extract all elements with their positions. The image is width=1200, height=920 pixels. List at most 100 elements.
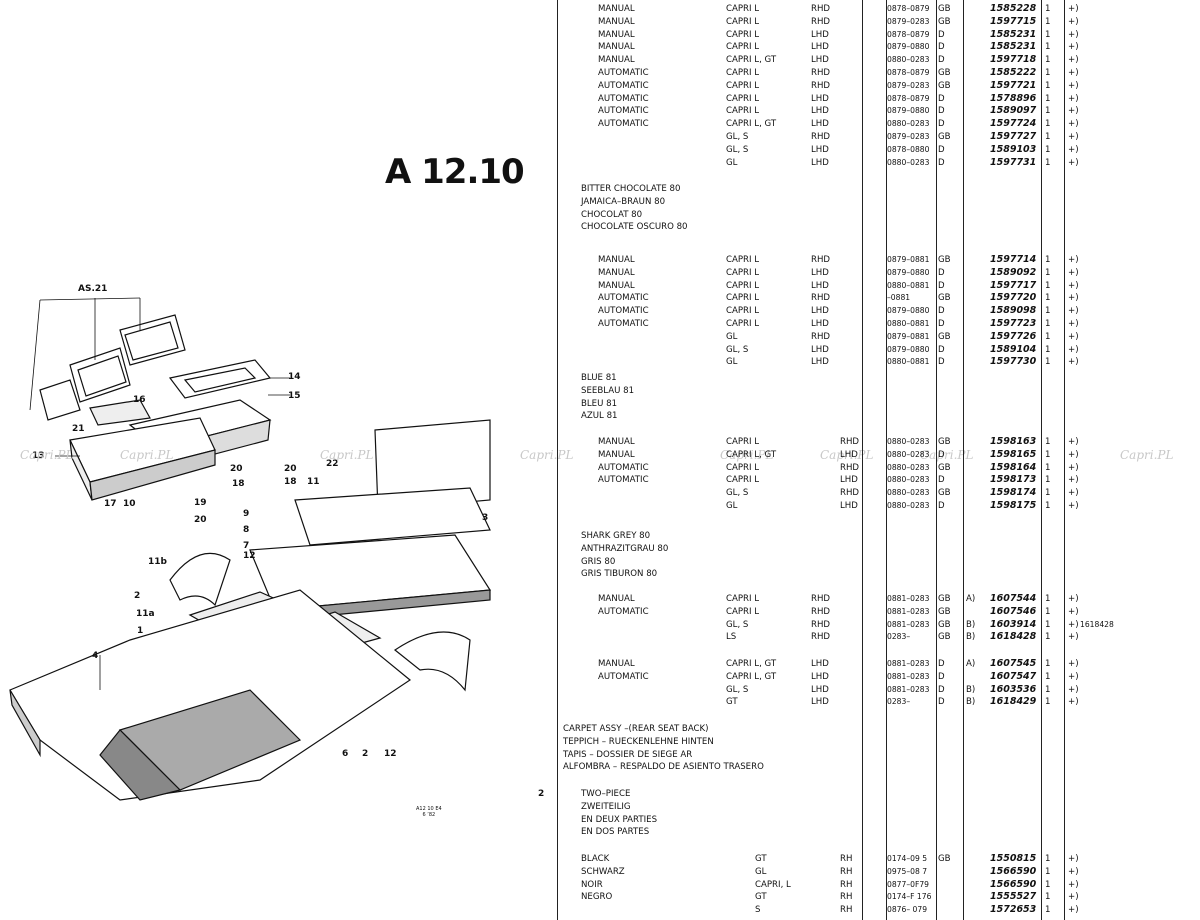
table-cell: LHD	[811, 319, 829, 329]
table-cell: GL, S	[726, 132, 749, 142]
table-cell: +)	[1068, 449, 1079, 460]
table-cell: CAPRI, L	[755, 879, 791, 890]
diagram-callout: 20	[194, 515, 207, 525]
table-cell: 1	[1045, 892, 1051, 903]
variant-heading: TWO–PIECE	[581, 789, 631, 799]
table-cell: 0880–0283	[887, 449, 930, 459]
table-cell: CAPRI L, GT	[726, 671, 777, 682]
table-cell: CAPRI L, GT	[726, 659, 777, 669]
color-heading: JAMAICA–BRAUN 80	[581, 196, 666, 207]
watermark-text: Capri.PL	[920, 448, 974, 462]
table-cell: 0879–0283	[887, 80, 930, 90]
table-cell: 1	[1045, 280, 1051, 291]
table-cell: 1607547	[990, 670, 1037, 682]
diagram-callout: 22	[326, 459, 339, 469]
table-cell: S	[755, 905, 761, 916]
table-cell: RHD	[811, 80, 831, 91]
table-cell: GB	[938, 619, 951, 630]
table-left-rule	[557, 0, 558, 920]
table-cell: RH	[840, 892, 853, 903]
table-cell: 1607546	[990, 605, 1037, 617]
table-cell: 1585222	[990, 67, 1037, 78]
table-cell: 1	[1045, 854, 1051, 864]
table-cell: 1550815	[990, 853, 1037, 864]
table-cell: RHD	[840, 462, 860, 473]
table-cell: 1	[1045, 671, 1051, 682]
table-cell: 1	[1045, 594, 1051, 604]
table-cell: 1	[1045, 449, 1051, 460]
table-cell: 1598173	[990, 474, 1037, 486]
table-cell: +)	[1068, 437, 1079, 447]
table-cell: SCHWARZ	[581, 866, 625, 877]
table-cell: AUTOMATIC	[598, 293, 649, 304]
table-cell: GL	[726, 157, 738, 168]
table-cell: 1	[1045, 866, 1051, 877]
diagram-callout: 11b	[148, 557, 167, 567]
table-cell: +)	[1068, 606, 1079, 617]
diagram-callout: 2	[134, 591, 141, 601]
table-cell: 1	[1045, 331, 1051, 342]
table-cell: RHD	[811, 4, 831, 14]
table-cell: +)	[1068, 319, 1079, 329]
table-cell: 0880–0881	[887, 280, 930, 290]
table-cell: LHD	[811, 29, 829, 40]
table-cell: +)	[1068, 4, 1079, 14]
table-cell: CAPRI L	[726, 68, 760, 78]
table-cell: +)	[1068, 475, 1079, 486]
table-cell: D	[938, 659, 945, 669]
color-heading: CHOCOLATE OSCURO 80	[581, 222, 688, 233]
color-heading: GRIS 80	[581, 556, 616, 567]
table-cell: 0880–0881	[887, 319, 930, 328]
table-cell: A)	[966, 659, 976, 669]
table-cell: LHD	[811, 357, 829, 368]
diagram-callout: 8	[243, 525, 250, 535]
table-cell: MANUAL	[598, 16, 635, 27]
table-cell: GB	[938, 854, 951, 864]
table-cell: 1	[1045, 501, 1051, 511]
table-cell: RHD	[811, 293, 831, 304]
table-cell: B)	[966, 697, 976, 708]
table-cell: 0881–0283	[887, 659, 930, 668]
table-cell: +)	[1068, 293, 1079, 304]
table-cell: LHD	[840, 475, 858, 486]
table-cell: 1	[1045, 93, 1051, 104]
column-rule	[886, 0, 887, 920]
table-cell: +)	[1068, 619, 1079, 630]
table-cell: 1572653	[990, 904, 1037, 916]
table-cell: LHD	[811, 106, 829, 117]
table-cell: 1566590	[990, 878, 1037, 890]
table-cell: MANUAL	[598, 449, 635, 460]
table-cell: 1	[1045, 4, 1051, 14]
table-cell: 0879–0880	[887, 306, 930, 316]
table-cell: 1597718	[990, 54, 1037, 66]
table-cell: 0878–0880	[887, 144, 930, 154]
diagram-callout: 7	[243, 541, 250, 551]
table-cell: MANUAL	[598, 255, 635, 265]
table-cell: RHD	[811, 619, 831, 630]
table-cell: CAPRI L	[726, 80, 760, 91]
table-cell: +)	[1068, 42, 1079, 53]
table-cell: D	[938, 684, 945, 695]
table-cell: AUTOMATIC	[598, 319, 649, 329]
table-cell: RHD	[811, 606, 831, 617]
table-cell: CAPRI L	[726, 267, 760, 278]
table-cell: GL	[755, 866, 767, 877]
table-cell: +)	[1068, 157, 1079, 168]
column-rule	[1064, 0, 1065, 920]
table-cell: 1	[1045, 68, 1051, 78]
table-cell: 1597721	[990, 79, 1037, 91]
diagram-callout: 2	[362, 749, 369, 759]
table-cell: CAPRI L, GT	[726, 55, 777, 66]
table-cell: CAPRI L	[726, 4, 760, 14]
table-cell: +)	[1068, 357, 1079, 368]
table-cell: 0881–0283	[887, 619, 930, 629]
table-cell: 1	[1045, 437, 1051, 447]
section-description: TAPIS – DOSSIER DE SIEGE AR	[563, 749, 693, 760]
table-cell: 1597731	[990, 156, 1037, 168]
table-cell: +)	[1068, 306, 1079, 317]
table-cell: MANUAL	[598, 29, 635, 40]
table-cell: D	[938, 357, 945, 368]
table-cell: 1589097	[990, 105, 1037, 117]
table-cell: GB	[938, 437, 951, 447]
table-cell: 0877–0F79	[887, 879, 929, 889]
